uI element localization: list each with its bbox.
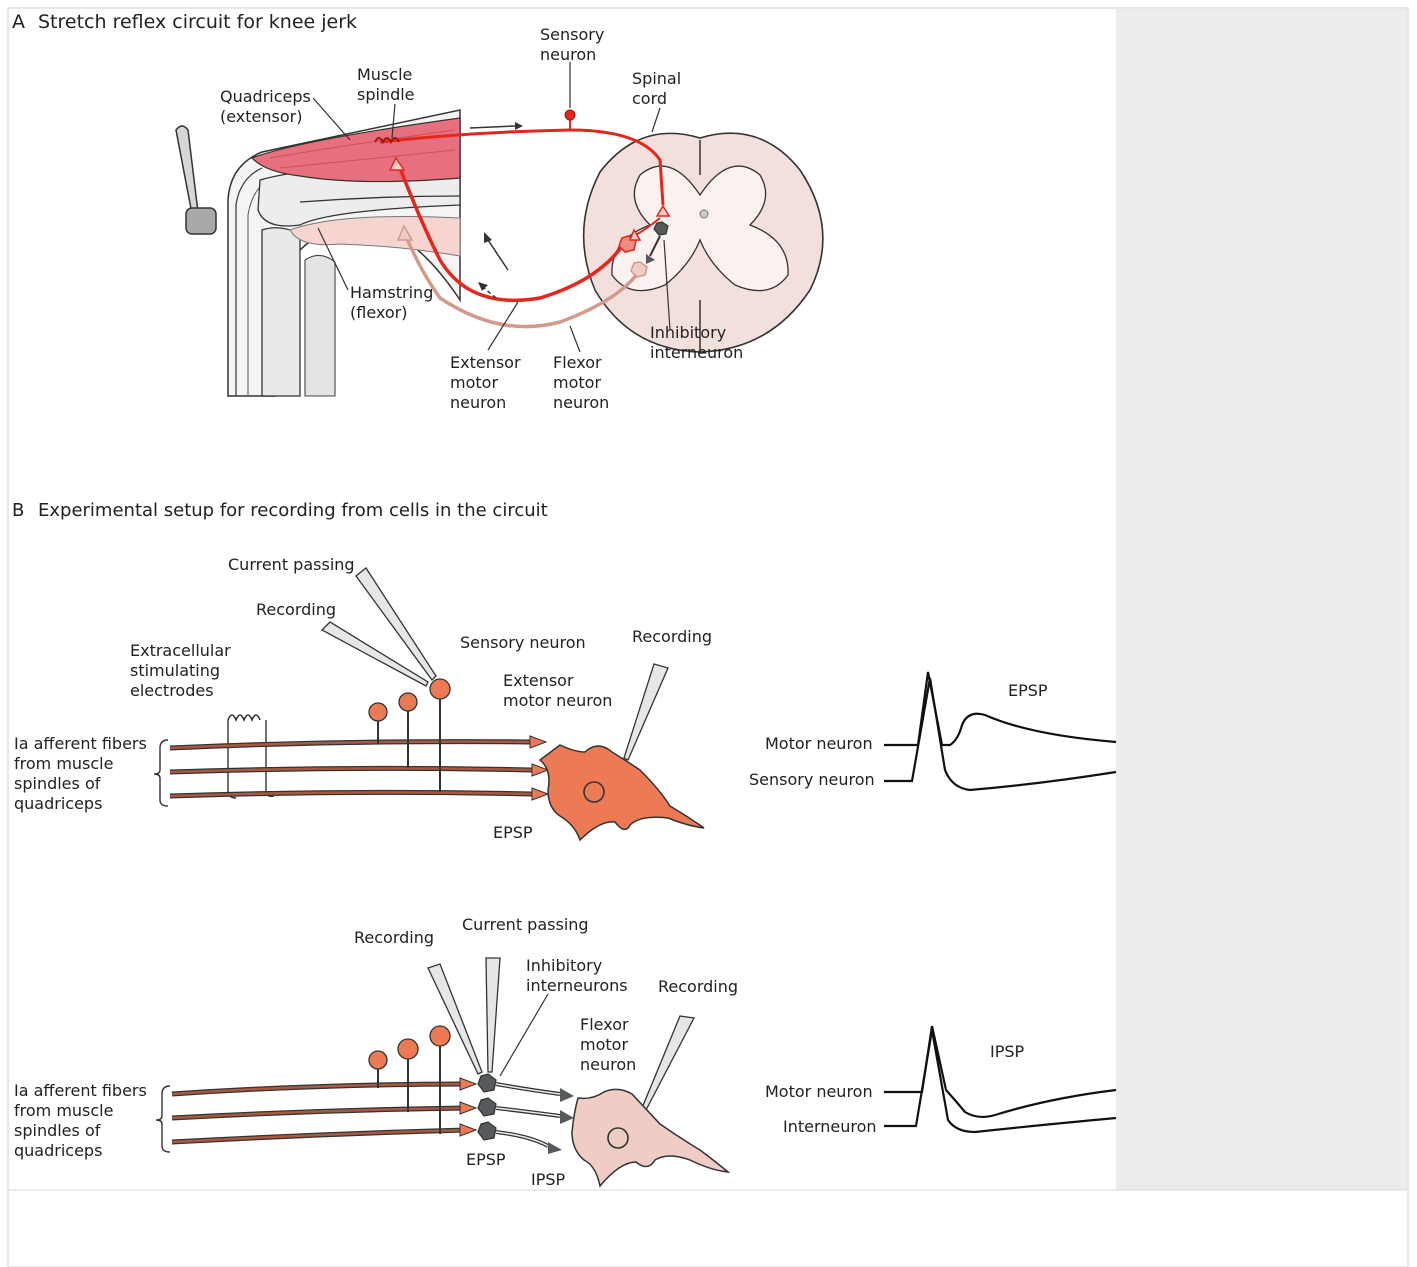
label-sensory-neuron: Sensory (540, 25, 604, 44)
label-flexor-motor-neuron: Flexor (553, 353, 602, 372)
label-sensory-neuron-top: Sensory neuron (460, 633, 586, 652)
label-recording-left-bottom: Recording (354, 928, 434, 947)
reflex-hammer-head (186, 208, 216, 234)
label-flexor-bottom: Flexor (580, 1015, 629, 1034)
label-flexor-bottom-2: motor (580, 1035, 628, 1054)
sensory-soma (565, 110, 575, 120)
tibia (262, 228, 300, 396)
fibula (305, 255, 335, 396)
label-epsp-sensory-neuron: Sensory neuron (749, 770, 875, 789)
side-panel (1116, 9, 1407, 1190)
label-epsp-trace-title: EPSP (1008, 681, 1048, 700)
label-extensor-top: Extensor (503, 671, 574, 690)
panel-b-letter: B (12, 500, 24, 521)
label-epsp-motor-neuron: Motor neuron (765, 734, 873, 753)
label-flexor-motor-neuron-3: neuron (553, 393, 609, 412)
label-flexor-bottom-3: neuron (580, 1055, 636, 1074)
label-extensor-motor-neuron-3: neuron (450, 393, 506, 412)
label-extensor-motor-neuron: Extensor (450, 353, 521, 372)
label-inhibitory-interneuron-2: interneuron (650, 343, 743, 362)
sensory-neuron-soma-top (430, 679, 450, 699)
label-quadriceps: Quadriceps (220, 87, 311, 106)
label-ia-fibers-bottom: Ia afferent fibers (14, 1081, 147, 1100)
label-inhibitory-interneurons-2: interneurons (526, 976, 628, 995)
label-inhibitory-interneurons: Inhibitory (526, 956, 602, 975)
label-spinal-cord: Spinal (632, 69, 681, 88)
label-extensor-motor-neuron-2: motor (450, 373, 498, 392)
label-ipsp-motor-neuron: Motor neuron (765, 1082, 873, 1101)
label-ia-fibers-bottom-4: quadriceps (14, 1141, 102, 1160)
label-sensory-neuron-2: neuron (540, 45, 596, 64)
label-extracellular-2: stimulating (130, 661, 220, 680)
label-ipsp-cell: IPSP (531, 1170, 566, 1189)
panel-a-letter: A (12, 11, 25, 33)
label-flexor-motor-neuron-2: motor (553, 373, 601, 392)
label-ia-fibers-bottom-2: from muscle (14, 1101, 113, 1120)
label-ipsp-trace-title: IPSP (990, 1042, 1025, 1061)
label-hamstring: Hamstring (350, 283, 433, 302)
label-ia-fibers-top-4: quadriceps (14, 794, 102, 813)
label-ia-fibers-top-2: from muscle (14, 754, 113, 773)
label-muscle-spindle-2: spindle (357, 85, 415, 104)
label-ia-fibers-bottom-3: spindles of (14, 1121, 101, 1140)
panel-b-title: Experimental setup for recording from ce… (38, 500, 548, 521)
label-spinal-cord-2: cord (632, 89, 667, 108)
label-inhibitory-interneuron: Inhibitory (650, 323, 726, 342)
label-epsp-cell-top: EPSP (493, 823, 533, 842)
label-ipsp-interneuron: Interneuron (783, 1117, 877, 1136)
label-current-passing-top: Current passing (228, 555, 355, 574)
label-recording-right-bottom: Recording (658, 977, 738, 996)
label-ia-fibers-top-3: spindles of (14, 774, 101, 793)
label-extracellular: Extracellular (130, 641, 231, 660)
label-extensor-top-2: motor neuron (503, 691, 612, 710)
label-current-passing-bottom: Current passing (462, 915, 589, 934)
label-muscle-spindle: Muscle (357, 65, 412, 84)
panel-a-title: Stretch reflex circuit for knee jerk (38, 11, 357, 33)
label-epsp-bottom: EPSP (466, 1150, 506, 1169)
label-recording-left-top: Recording (256, 600, 336, 619)
label-recording-right-top: Recording (632, 627, 712, 646)
label-hamstring-2: (flexor) (350, 303, 407, 322)
label-quadriceps-2: (extensor) (220, 107, 302, 126)
label-ia-fibers-top: Ia afferent fibers (14, 734, 147, 753)
label-extracellular-3: electrodes (130, 681, 214, 700)
